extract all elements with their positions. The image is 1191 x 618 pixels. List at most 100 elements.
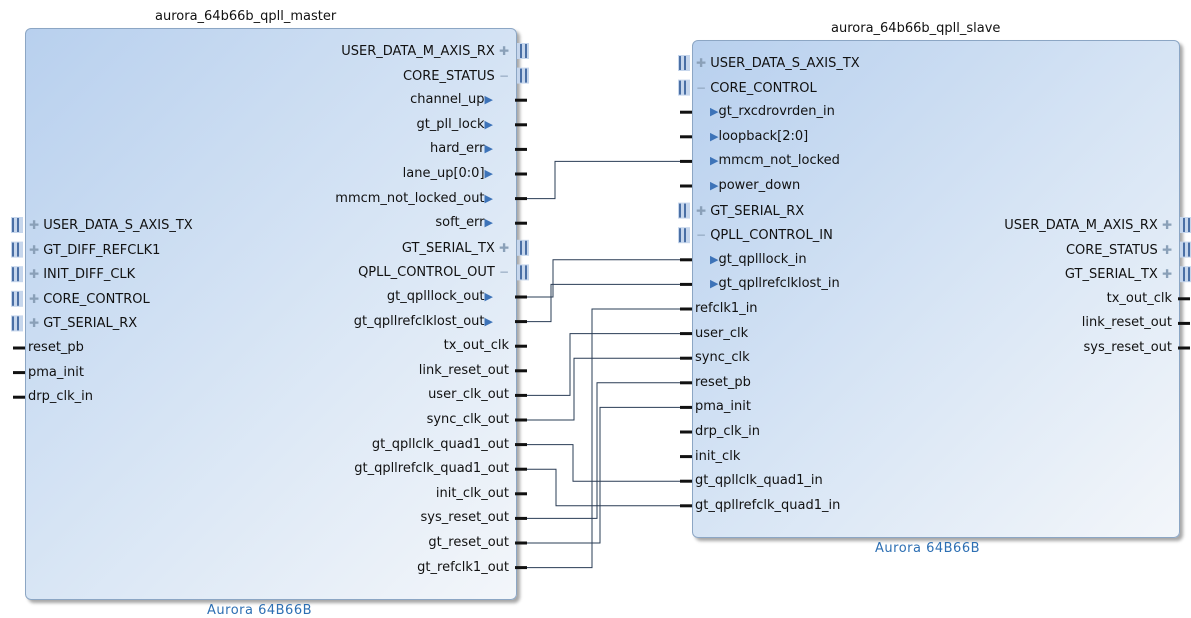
master-port-link-reset-out[interactable]: link_reset_out [419, 363, 509, 379]
master-port-sync-clk-out[interactable]: sync_clk_out [427, 412, 509, 428]
pin-arrow-icon: ▶ [484, 167, 493, 180]
slave-port-gt-qpllrefclk-quad1-in[interactable]: gt_qpllrefclk_quad1_in [695, 498, 840, 514]
master-port-sys-reset-out[interactable]: sys_reset_out [421, 510, 509, 526]
master-port-pma-init[interactable]: pma_init [28, 365, 84, 381]
port-label: mmcm_not_locked [718, 153, 840, 169]
slave-port-mmcm-not-locked[interactable]: ▶mmcm_not_locked [710, 153, 840, 169]
master-port-gt-qplllock-out[interactable]: gt_qplllock_out▶ [387, 289, 493, 305]
slave-port-power-down[interactable]: ▶power_down [710, 178, 800, 194]
bus-expand-icon[interactable]: ✚ [696, 56, 707, 70]
bus-expand-icon[interactable]: ✚ [498, 44, 509, 58]
slave-port-core-control[interactable]: − CORE_CONTROL [696, 80, 817, 97]
bus-collapse-icon[interactable]: − [696, 228, 707, 243]
master-port-gt-reset-out[interactable]: gt_reset_out [428, 535, 509, 551]
slave-port-gt-rxcdrovrden-in[interactable]: ▶gt_rxcdrovrden_in [710, 104, 835, 120]
master-port-gt-diff-refclk1[interactable]: ✚ GT_DIFF_REFCLK1 [29, 242, 160, 259]
master-port-drp-clk-in[interactable]: drp_clk_in [28, 389, 93, 405]
slave-port-gt-qpllrefclklost-in[interactable]: ▶gt_qpllrefclklost_in [710, 276, 840, 292]
master-port-gt-serial-rx[interactable]: ✚ GT_SERIAL_RX [29, 315, 137, 332]
slave-port-gt-serial-rx[interactable]: ✚ GT_SERIAL_RX [696, 203, 804, 220]
slave-port-sys-reset-out[interactable]: sys_reset_out [1084, 340, 1172, 356]
slave-port-gt-serial-tx[interactable]: GT_SERIAL_TX ✚ [1065, 266, 1172, 283]
wire-gt-qpllclk-quad1-out-to-gt-qpllclk-quad1-in[interactable] [527, 444, 680, 482]
wire-gt-reset-out-to-pma-init[interactable] [527, 406, 680, 544]
pin-arrow-icon: ▶ [710, 105, 719, 119]
port-label: GT_DIFF_REFCLK1 [43, 242, 161, 258]
slave-block[interactable] [692, 40, 1180, 538]
port-label: QPLL_CONTROL_IN [710, 228, 833, 244]
slave-port-sync-clk[interactable]: sync_clk [695, 350, 750, 366]
port-label: pma_init [28, 364, 84, 380]
bus-expand-icon[interactable]: ✚ [1161, 218, 1172, 232]
slave-port-drp-clk-in[interactable]: drp_clk_in [695, 424, 760, 440]
master-port-gt-qpllclk-quad1-out[interactable]: gt_qpllclk_quad1_out [372, 437, 509, 453]
master-port-soft-err[interactable]: soft_err▶ [435, 215, 493, 231]
slave-port-tx-out-clk[interactable]: tx_out_clk [1107, 291, 1172, 307]
master-port-user-clk-out[interactable]: user_clk_out [428, 387, 509, 403]
master-port-gt-qpllrefclklost-out[interactable]: gt_qpllrefclklost_out▶ [354, 314, 493, 330]
bus-connector [1180, 217, 1191, 233]
slave-port-core-status[interactable]: CORE_STATUS ✚ [1066, 242, 1172, 259]
slave-port-gt-qplllock-in[interactable]: ▶gt_qplllock_in [710, 252, 807, 268]
master-port-init-diff-clk[interactable]: ✚ INIT_DIFF_CLK [29, 266, 135, 283]
master-port-user-data-s-axis-tx[interactable]: ✚ USER_DATA_S_AXIS_TX [29, 217, 193, 234]
slave-port-reset-pb[interactable]: reset_pb [695, 375, 751, 391]
port-label: gt_qplllock_out [386, 289, 485, 304]
master-port-user-data-m-axis-rx[interactable]: USER_DATA_M_AXIS_RX ✚ [341, 43, 509, 60]
master-port-gt-qpllrefclk-quad1-out[interactable]: gt_qpllrefclk_quad1_out [354, 461, 509, 477]
wire-mmcm-not-locked-out-to-mmcm-not-locked[interactable] [527, 160, 680, 200]
wire-gt-qpllrefclklost-out-to-gt-qpllrefclklost-in[interactable] [527, 283, 680, 323]
slave-port-init-clk[interactable]: init_clk [695, 449, 740, 465]
bus-expand-icon[interactable]: ✚ [1161, 267, 1172, 282]
bus-collapse-icon[interactable]: − [498, 265, 509, 280]
slave-port-user-clk[interactable]: user_clk [695, 326, 748, 342]
bus-expand-icon[interactable]: ✚ [1161, 242, 1172, 257]
bus-expand-icon[interactable]: ✚ [498, 240, 509, 255]
master-port-gt-refclk1-out[interactable]: gt_refclk1_out [417, 560, 509, 576]
port-label: loopback[2:0] [718, 128, 809, 144]
slave-port-pma-init[interactable]: pma_init [695, 399, 751, 415]
wire-sys-reset-out-to-reset-pb[interactable] [527, 382, 680, 519]
bus-collapse-icon[interactable]: − [498, 68, 509, 83]
master-port-hard-err[interactable]: hard_err▶ [430, 141, 493, 157]
slave-port-gt-qpllclk-quad1-in[interactable]: gt_qpllclk_quad1_in [695, 473, 823, 489]
wire-gt-qpllrefclk-quad1-out-to-gt-qpllrefclk-quad1-in[interactable] [527, 468, 680, 507]
master-port-channel-up[interactable]: channel_up▶ [410, 92, 493, 108]
port-label: CORE_STATUS [402, 68, 495, 84]
master-port-lane-up-0-0[interactable]: lane_up[0:0]▶ [403, 166, 493, 182]
master-port-reset-pb[interactable]: reset_pb [28, 340, 84, 356]
wire-user-clk-out-to-user-clk[interactable] [527, 333, 680, 396]
slave-port-refclk1-in[interactable]: refclk1_in [695, 301, 758, 317]
port-label: user_clk [695, 325, 749, 341]
port-label: gt_rxcdrovrden_in [718, 104, 835, 120]
slave-block-subtitle: Aurora 64B66B [875, 541, 981, 556]
port-label: gt_refclk1_out [417, 559, 509, 575]
wire-sync-clk-out-to-sync-clk[interactable] [527, 357, 680, 421]
pin-arrow-icon: ▶ [484, 142, 493, 156]
slave-port-user-data-s-axis-tx[interactable]: ✚ USER_DATA_S_AXIS_TX [696, 55, 860, 72]
slave-port-qpll-control-in[interactable]: − QPLL_CONTROL_IN [696, 227, 833, 244]
bus-expand-icon[interactable]: ✚ [29, 316, 40, 331]
master-port-mmcm-not-locked-out[interactable]: mmcm_not_locked_out▶ [335, 191, 493, 207]
bus-expand-icon[interactable]: ✚ [29, 218, 40, 232]
slave-port-loopback-2-0[interactable]: ▶loopback[2:0] [710, 129, 808, 145]
master-port-init-clk-out[interactable]: init_clk_out [436, 486, 509, 502]
bus-connector [1180, 241, 1191, 258]
master-port-gt-pll-lock[interactable]: gt_pll_lock▶ [416, 117, 493, 133]
bus-expand-icon[interactable]: ✚ [29, 291, 40, 306]
slave-port-user-data-m-axis-rx[interactable]: USER_DATA_M_AXIS_RX ✚ [1004, 217, 1172, 234]
master-port-qpll-control-out[interactable]: QPLL_CONTROL_OUT − [358, 264, 509, 281]
slave-port-link-reset-out[interactable]: link_reset_out [1082, 315, 1172, 331]
bus-expand-icon[interactable]: ✚ [29, 267, 40, 282]
wire-gt-refclk1-out-to-refclk1-in[interactable] [527, 308, 680, 569]
port-label: USER_DATA_M_AXIS_RX [1004, 218, 1158, 233]
master-port-core-control[interactable]: ✚ CORE_CONTROL [29, 291, 150, 308]
bus-expand-icon[interactable]: ✚ [29, 242, 40, 257]
master-port-core-status[interactable]: CORE_STATUS − [403, 68, 509, 85]
master-port-tx-out-clk[interactable]: tx_out_clk [444, 338, 509, 354]
master-port-gt-serial-tx[interactable]: GT_SERIAL_TX ✚ [402, 240, 509, 257]
wire-gt-qplllock-out-to-gt-qplllock-in[interactable] [527, 259, 680, 298]
bus-collapse-icon[interactable]: − [696, 80, 707, 95]
master-block[interactable] [25, 28, 517, 600]
bus-expand-icon[interactable]: ✚ [696, 203, 707, 218]
